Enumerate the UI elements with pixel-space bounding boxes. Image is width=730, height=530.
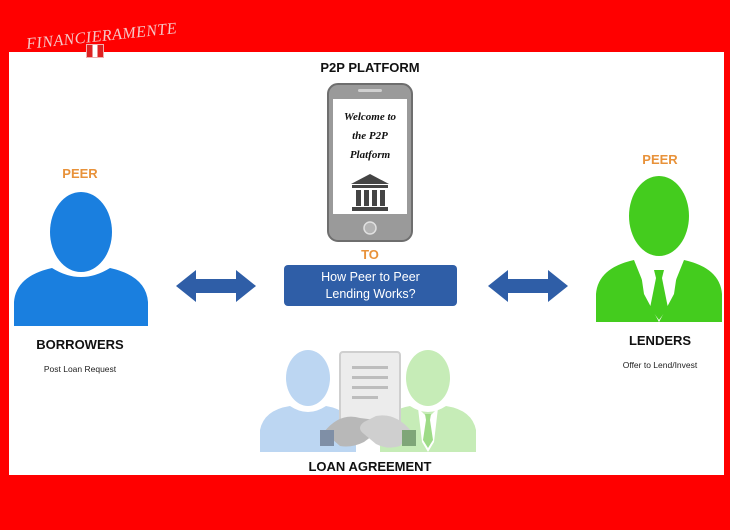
lenders-subtitle: Offer to Lend/Invest — [622, 360, 698, 370]
flag-icon — [86, 44, 104, 58]
platform-title: P2P PLATFORM — [320, 60, 420, 75]
loan-agreement-icon — [260, 350, 476, 452]
center-topic-box: How Peer to Peer Lending Works? — [284, 265, 457, 306]
double-arrow-left-icon — [176, 270, 256, 302]
center-topic-text: How Peer to Peer Lending Works? — [321, 269, 420, 301]
borrower-person-icon — [14, 192, 148, 326]
borrowers-title: BORROWERS — [36, 337, 124, 352]
lender-peer-label: PEER — [642, 152, 678, 167]
loan-agreement-title: LOAN AGREEMENT — [308, 459, 432, 474]
borrower-peer-label: PEER — [62, 166, 98, 181]
borrowers-subtitle: Post Loan Request — [43, 364, 117, 374]
to-label: TO — [361, 247, 379, 262]
phone-screen-text: Welcome to the P2P Platform — [343, 111, 397, 161]
phone-icon — [327, 83, 413, 242]
lender-businessman-icon — [596, 176, 722, 322]
double-arrow-right-icon — [488, 270, 568, 302]
bank-icon — [351, 174, 389, 211]
lenders-title: LENDERS — [628, 333, 692, 348]
